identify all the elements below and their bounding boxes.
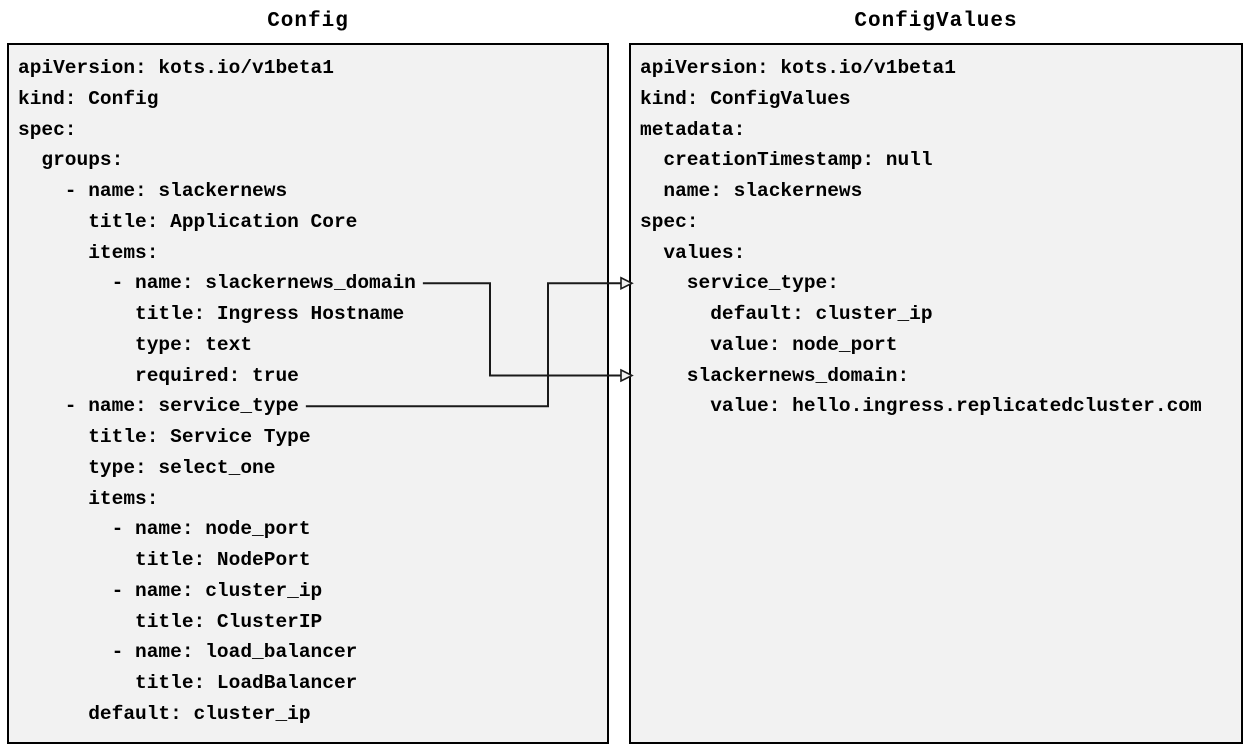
- code-line-text: title: Application Core: [18, 210, 358, 233]
- code-line: kind: ConfigValues: [640, 84, 1241, 115]
- code-line-text: title: Service Type: [18, 426, 311, 448]
- code-line-text: apiVersion: kots.io/v1beta1: [18, 57, 334, 79]
- code-line: kind: Config: [18, 84, 607, 115]
- code-line: type: select_one: [18, 453, 607, 484]
- code-line-text: - name: slackernews_domain: [18, 272, 416, 295]
- code-line: apiVersion: kots.io/v1beta1: [18, 53, 607, 84]
- code-line-text: kind: ConfigValues: [640, 87, 851, 110]
- code-line-text: - name: service_type: [18, 395, 299, 418]
- code-line-text: metadata:: [640, 118, 746, 141]
- code-line-text: - name: cluster_ip: [18, 579, 323, 602]
- code-line: items:: [18, 484, 607, 515]
- code-line: - name: load_balancer: [18, 637, 607, 668]
- code-line-text: title: LoadBalancer: [18, 672, 358, 694]
- configvalues-panel-title: ConfigValues: [854, 10, 1018, 33]
- code-line-text: required: true: [18, 364, 299, 387]
- code-line-text: groups:: [18, 149, 124, 172]
- code-line: spec:: [640, 207, 1241, 238]
- code-line: - name: cluster_ip: [18, 576, 607, 607]
- configvalues-yaml-code: apiVersion: kots.io/v1beta1 kind: ConfigV…: [631, 45, 1241, 422]
- config-yaml-code: apiVersion: kots.io/v1beta1 kind: Config s…: [9, 45, 607, 730]
- code-line: value: hello.ingress.replicatedcluster.c…: [640, 391, 1241, 422]
- code-line: apiVersion: kots.io/v1beta1: [640, 53, 1241, 84]
- code-line: creationTimestamp: null: [640, 145, 1241, 176]
- code-line-text: spec:: [640, 210, 699, 233]
- code-line: title: Ingress Hostname: [18, 299, 607, 330]
- code-line: title: Service Type: [18, 422, 607, 453]
- config-panel-title: Config: [267, 10, 349, 33]
- code-line-text: - name: slackernews: [18, 180, 288, 202]
- code-line-text: kind: Config: [18, 87, 159, 110]
- config-panel: apiVersion: kots.io/v1beta1 kind: Config s…: [7, 43, 609, 744]
- code-line: groups:: [18, 145, 607, 176]
- code-line: - name: slackernews: [18, 176, 607, 207]
- code-line-text: - name: node_port: [18, 518, 311, 541]
- code-line-text: value: node_port: [640, 333, 898, 356]
- code-line-text: default: cluster_ip: [640, 303, 933, 325]
- configvalues-panel: apiVersion: kots.io/v1beta1 kind: ConfigV…: [629, 43, 1243, 744]
- code-line: spec:: [18, 115, 607, 146]
- code-line-text: - name: load_balancer: [18, 641, 358, 664]
- code-line: title: LoadBalancer: [18, 668, 607, 699]
- code-line: default: cluster_ip: [640, 299, 1241, 330]
- code-line-text: title: NodePort: [18, 549, 311, 571]
- code-line-text: apiVersion: kots.io/v1beta1: [640, 57, 956, 79]
- code-line-text: title: ClusterIP: [18, 610, 323, 633]
- code-line: title: NodePort: [18, 545, 607, 576]
- code-line-text: spec:: [18, 118, 77, 141]
- code-line-text: items:: [18, 487, 159, 510]
- code-line-text: name: slackernews: [640, 180, 863, 202]
- code-line-text: value: hello.ingress.replicatedcluster.c…: [640, 395, 1202, 418]
- code-line: type: text: [18, 330, 607, 361]
- code-line-text: slackernews_domain:: [640, 364, 910, 387]
- code-line: metadata:: [640, 115, 1241, 146]
- code-line-text: type: text: [18, 333, 253, 356]
- code-line: service_type:: [640, 268, 1241, 299]
- code-line: value: node_port: [640, 330, 1241, 361]
- code-line-text: values:: [640, 241, 746, 264]
- code-line: name: slackernews: [640, 176, 1241, 207]
- code-line-text: creationTimestamp: null: [640, 149, 933, 172]
- code-line: - name: slackernews_domain: [18, 268, 607, 299]
- code-line: title: Application Core: [18, 207, 607, 238]
- code-line-text: default: cluster_ip: [18, 702, 311, 725]
- code-line-text: items:: [18, 241, 159, 264]
- code-line: default: cluster_ip: [18, 699, 607, 730]
- code-line: required: true: [18, 361, 607, 392]
- code-line: title: ClusterIP: [18, 607, 607, 638]
- code-line: - name: node_port: [18, 514, 607, 545]
- code-line: - name: service_type: [18, 391, 607, 422]
- code-line-text: type: select_one: [18, 456, 276, 479]
- code-line: slackernews_domain:: [640, 361, 1241, 392]
- code-line-text: title: Ingress Hostname: [18, 303, 405, 325]
- code-line: items:: [18, 238, 607, 269]
- code-line: values:: [640, 238, 1241, 269]
- code-line-text: service_type:: [640, 272, 839, 295]
